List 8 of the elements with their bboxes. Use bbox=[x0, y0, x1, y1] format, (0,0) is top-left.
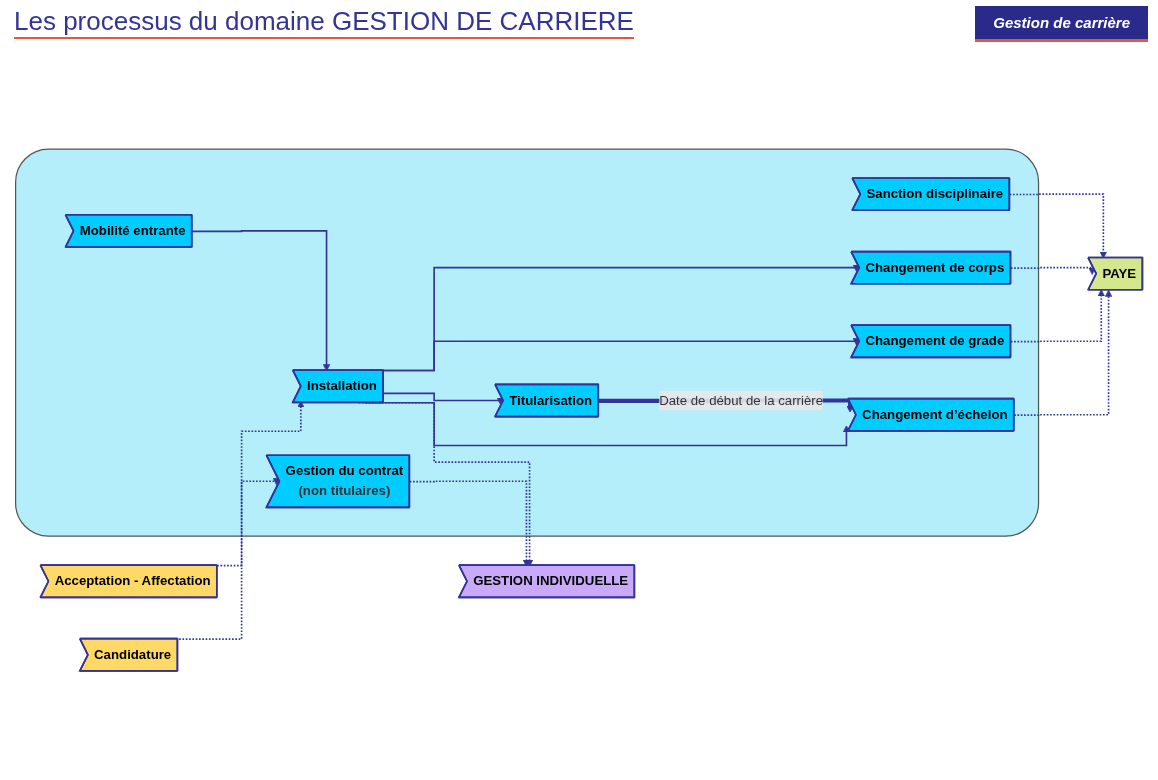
arrow bbox=[1010, 289, 1105, 343]
cluster bbox=[15, 148, 1040, 537]
section-tab: Gestion de carrière bbox=[975, 6, 1148, 42]
arrow bbox=[1010, 266, 1096, 275]
arrow bbox=[382, 392, 504, 405]
page-title: Les processus du domaine GESTION DE CARRIERE bbox=[14, 6, 634, 39]
arrow bbox=[1013, 289, 1113, 416]
edge-label: Date de début de la carrière bbox=[659, 393, 824, 408]
